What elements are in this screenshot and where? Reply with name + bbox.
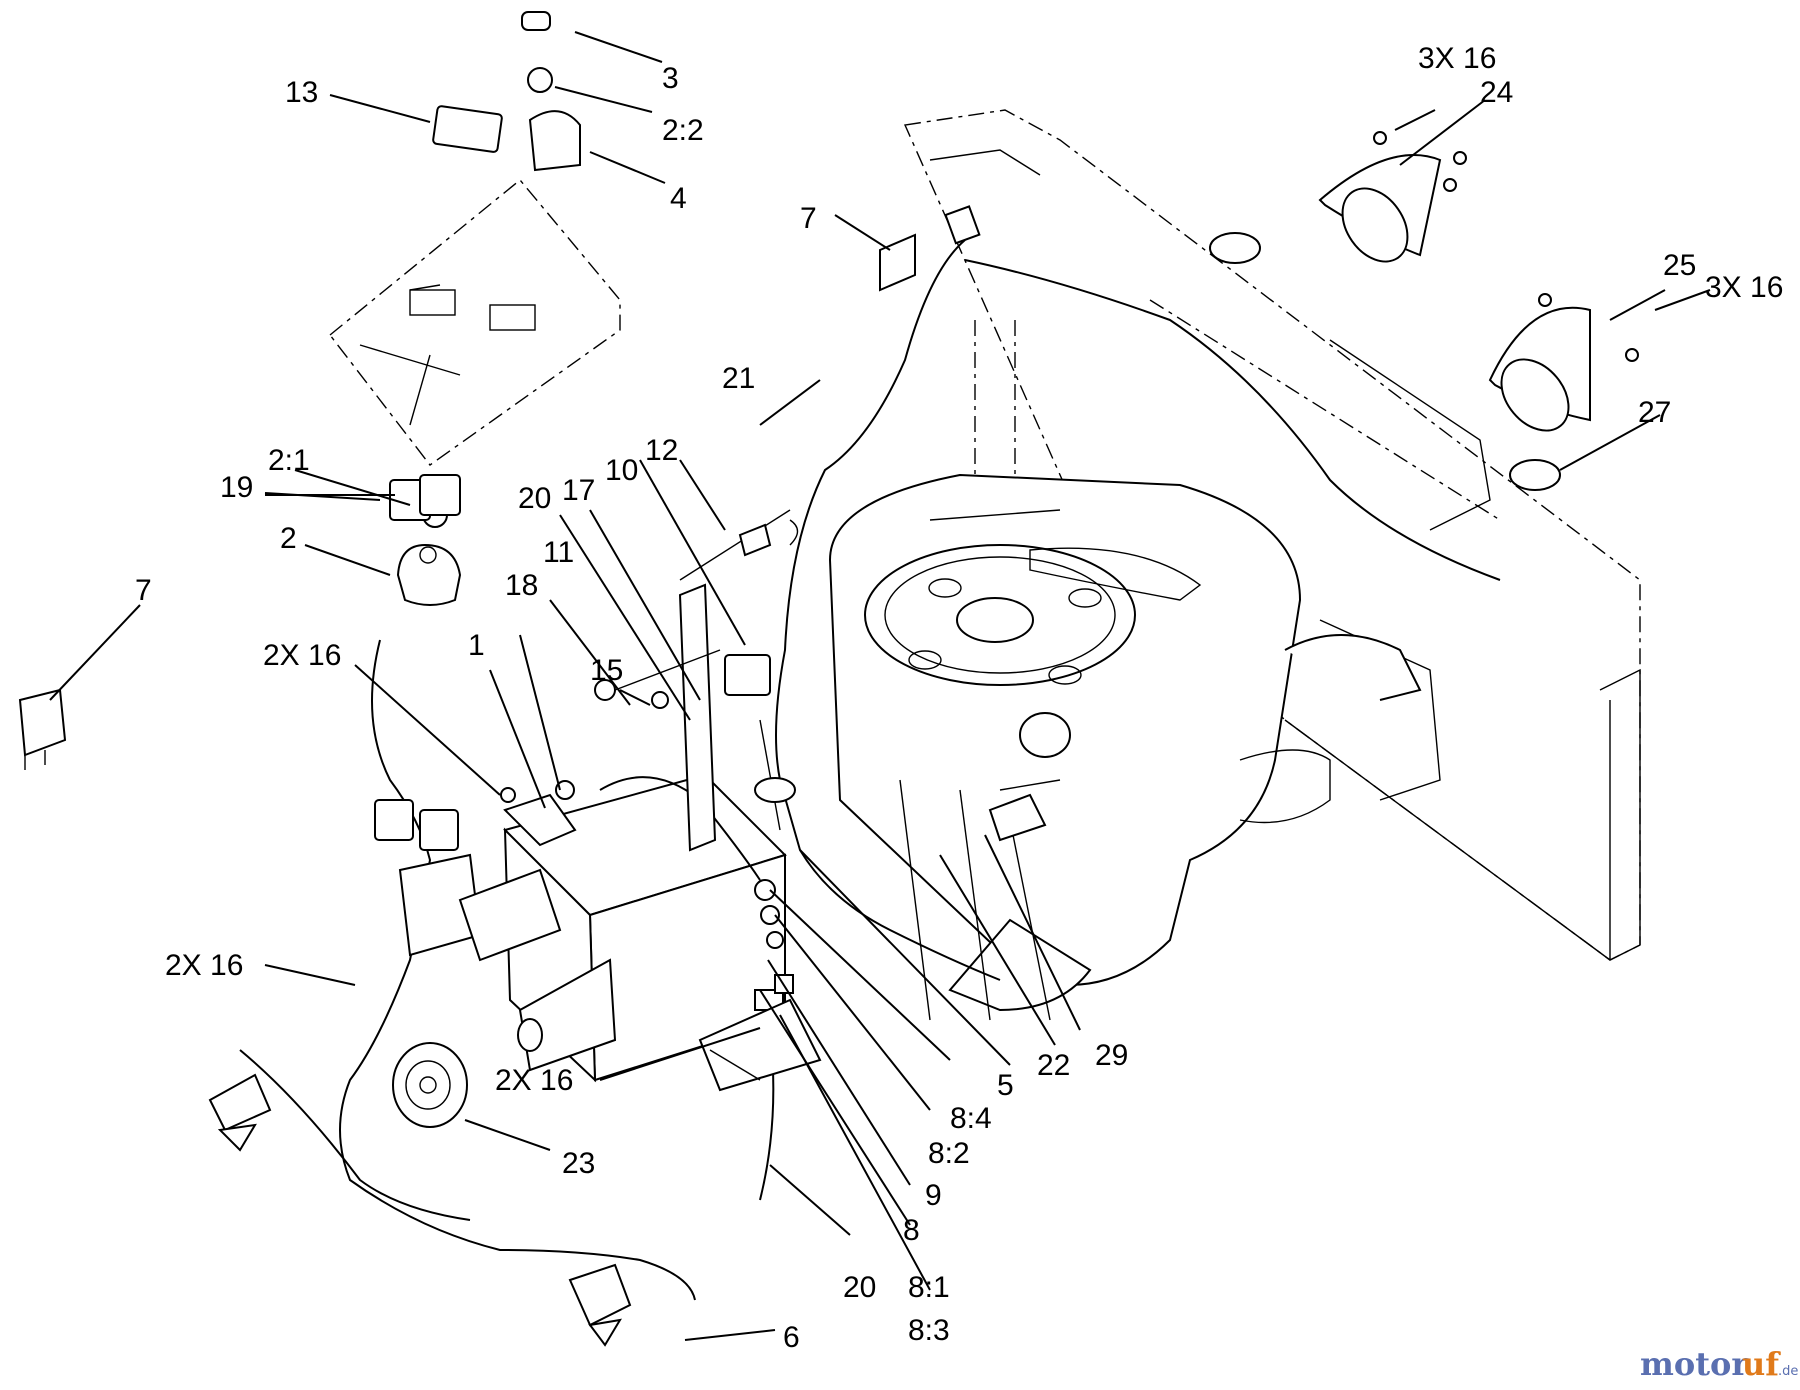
headlight-25 bbox=[1488, 293, 1639, 432]
label-19: 19 bbox=[220, 471, 253, 504]
mounting-plate-22 bbox=[988, 779, 1061, 842]
watermark-suffix: .de bbox=[1778, 1364, 1798, 1379]
label-8-3: 8:3 bbox=[908, 1314, 950, 1347]
relay-19 bbox=[374, 474, 461, 851]
label-22: 22 bbox=[1037, 1049, 1070, 1082]
label-8-2: 8:2 bbox=[928, 1137, 970, 1170]
solenoid-cluster bbox=[698, 879, 822, 1092]
label-2-2: 2:2 bbox=[662, 114, 704, 147]
label-2x16-bottom: 2X 16 bbox=[495, 1064, 573, 1097]
label-17: 17 bbox=[562, 474, 595, 507]
watermark-motor: motor bbox=[1640, 1345, 1749, 1383]
headlight-24 bbox=[1318, 131, 1467, 263]
harness-left bbox=[339, 639, 696, 1301]
label-21: 21 bbox=[722, 362, 755, 395]
label-5: 5 bbox=[997, 1069, 1014, 1102]
leader-lines bbox=[49, 31, 1711, 1341]
label-12: 12 bbox=[645, 434, 678, 467]
label-2: 2 bbox=[280, 522, 297, 555]
label-8: 8 bbox=[903, 1214, 920, 1247]
label-23: 23 bbox=[562, 1147, 595, 1180]
label-3x16-top: 3X 16 bbox=[1418, 42, 1496, 75]
clutch-23 bbox=[392, 1042, 468, 1128]
wire-harness-upper bbox=[964, 259, 1501, 581]
label-9: 9 bbox=[925, 1179, 942, 1212]
harness-lower bbox=[239, 1049, 471, 1221]
label-2x16-top: 2X 16 bbox=[263, 639, 341, 672]
switch-7-left bbox=[18, 688, 67, 770]
fuse-block bbox=[398, 853, 617, 1072]
engine bbox=[828, 473, 1422, 1021]
label-20-top: 20 bbox=[518, 482, 551, 515]
part-labels: 3 2:2 4 13 2:1 2 7 2X 16 1 18 11 15 20 1… bbox=[135, 42, 1783, 1354]
watermark-uf: uf bbox=[1742, 1345, 1781, 1383]
wire-harness-21 bbox=[775, 239, 1001, 981]
label-11: 11 bbox=[543, 536, 574, 569]
grommet-lower bbox=[1509, 459, 1561, 491]
dash-panel bbox=[329, 11, 621, 466]
label-2-1: 2:1 bbox=[268, 444, 310, 477]
label-3x16-right: 3X 16 bbox=[1705, 271, 1783, 304]
label-3: 3 bbox=[662, 62, 679, 95]
seat-switch-6 bbox=[208, 1073, 632, 1347]
switch-7-upper bbox=[879, 205, 981, 292]
label-13: 13 bbox=[285, 76, 318, 109]
watermark: motor uf .de bbox=[1640, 1345, 1798, 1383]
grommet-upper bbox=[1209, 232, 1261, 264]
battery-hardware bbox=[594, 649, 721, 709]
label-10: 10 bbox=[605, 454, 638, 487]
label-8-1: 8:1 bbox=[908, 1271, 950, 1304]
label-29: 29 bbox=[1095, 1039, 1128, 1072]
label-27: 27 bbox=[1638, 396, 1671, 429]
label-6: 6 bbox=[783, 1321, 800, 1354]
label-24: 24 bbox=[1480, 76, 1513, 109]
label-18: 18 bbox=[505, 569, 538, 602]
throttle-cable-12 bbox=[679, 509, 799, 581]
label-8-4: 8:4 bbox=[950, 1102, 992, 1135]
label-7-upper: 7 bbox=[800, 202, 817, 235]
label-20-bottom: 20 bbox=[843, 1271, 876, 1304]
label-15: 15 bbox=[590, 654, 623, 687]
label-25: 25 bbox=[1663, 249, 1696, 282]
label-4: 4 bbox=[670, 182, 687, 215]
label-7-left: 7 bbox=[135, 574, 152, 607]
bracket-10 bbox=[678, 583, 796, 852]
label-1: 1 bbox=[468, 629, 485, 662]
label-2x16-mid: 2X 16 bbox=[165, 949, 243, 982]
